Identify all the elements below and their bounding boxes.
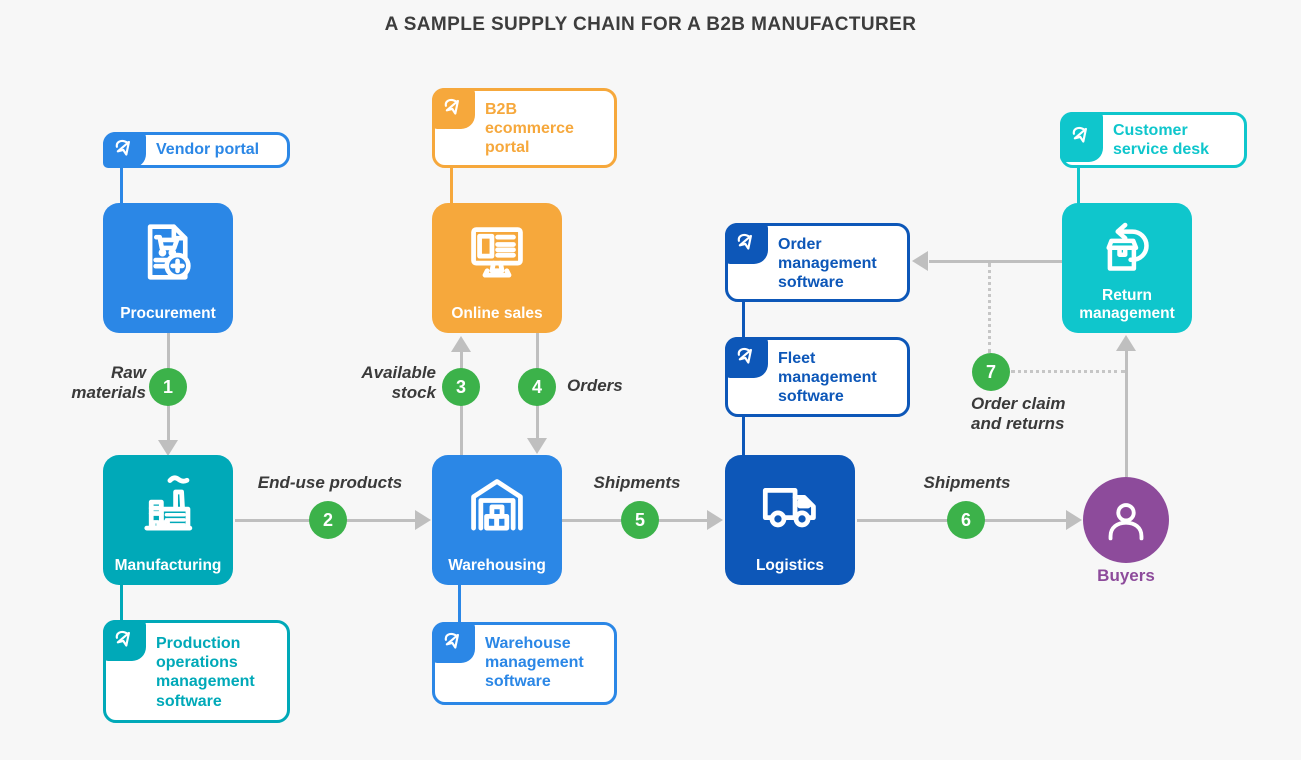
flow-badge-1: 1	[149, 368, 187, 406]
flow-badge-2: 2	[309, 501, 347, 539]
callout-customer-service-desk: Customer service desk	[1060, 112, 1247, 168]
flow-label-6: Shipments	[923, 473, 1011, 492]
node-label-buyers: Buyers	[1097, 566, 1155, 585]
connector-order-to-fleet	[742, 299, 745, 340]
flow-arrowhead-7-left	[912, 251, 928, 271]
callout-warehouse-management-software: Warehouse management software	[432, 622, 617, 705]
callout-label-production-operations-management-software: Production operations management softwar…	[156, 635, 255, 710]
callout-production-operations-management-software: Production operations management softwar…	[103, 620, 290, 723]
flow-label-3: Available stock	[361, 363, 436, 403]
cursor-icon	[103, 620, 146, 661]
flow-label-1: Raw materials	[71, 363, 146, 403]
flow-label-7: Order claim and returns	[971, 394, 1066, 434]
connector-warehouse-mgmt	[458, 583, 461, 625]
callout-label-customer-service-desk: Customer service desk	[1113, 122, 1210, 159]
flow-arrowhead-2	[415, 510, 431, 530]
flow-badge-5: 5	[621, 501, 659, 539]
node-procurement: Procurement	[103, 203, 233, 333]
cursor-icon	[1060, 112, 1103, 162]
node-label-return-management: Return management	[1079, 287, 1175, 323]
buyers-icon	[1108, 503, 1144, 541]
flow-arrowhead-1	[158, 440, 178, 456]
connector-fleet-to-logistics	[742, 414, 745, 457]
node-label-manufacturing: Manufacturing	[114, 557, 222, 575]
procurement-icon	[147, 224, 191, 280]
connector-b2b-portal	[450, 165, 453, 205]
online-sales-icon	[471, 227, 523, 278]
node-buyers	[1083, 477, 1169, 563]
callout-label-fleet-management-software: Fleet management software	[778, 350, 877, 406]
flow-dotted-vertical-7	[988, 263, 991, 353]
callout-label-b2b-ecommerce-portal: B2B ecommerce portal	[485, 101, 574, 157]
callout-label-order-management-software: Order management software	[778, 236, 877, 292]
diagram-title: A SAMPLE SUPPLY CHAIN FOR A B2B MANUFACT…	[384, 14, 917, 35]
callout-order-management-software: Order management software	[725, 223, 910, 302]
flow-dotted-horizontal-7	[1011, 370, 1125, 373]
node-label-logistics: Logistics	[755, 557, 825, 575]
flow-arrowhead-3	[451, 336, 471, 352]
cursor-icon	[725, 223, 768, 264]
cursor-icon	[432, 622, 475, 663]
node-logistics: Logistics	[725, 455, 855, 585]
flow-label-4: Orders	[567, 376, 623, 395]
connector-production-ops	[120, 583, 123, 623]
node-return-management: Return management	[1062, 203, 1192, 333]
flow-badge-3: 3	[442, 368, 480, 406]
callout-fleet-management-software: Fleet management software	[725, 337, 910, 417]
node-label-online-sales: Online sales	[451, 305, 543, 323]
node-label-warehousing: Warehousing	[448, 557, 546, 575]
warehousing-icon	[471, 479, 523, 531]
flow-line-7-buyers-up	[1124, 351, 1128, 477]
connector-vendor-portal	[120, 164, 123, 206]
connector-customer-service	[1077, 165, 1080, 205]
callout-label-vendor-portal: Vendor portal	[156, 141, 260, 159]
cursor-icon	[725, 337, 768, 378]
callout-vendor-portal: Vendor portal	[103, 132, 290, 168]
cursor-icon	[103, 132, 146, 168]
logistics-icon	[762, 488, 816, 528]
callout-b2b-ecommerce-portal: B2B ecommerce portal	[432, 88, 617, 168]
node-online-sales: Online sales	[432, 203, 562, 333]
return-management-icon	[1106, 222, 1149, 271]
flow-arrowhead-7-up	[1116, 335, 1136, 351]
cursor-icon	[432, 88, 475, 129]
flow-label-2: End-use products	[257, 473, 403, 492]
flow-badge-4: 4	[518, 368, 556, 406]
flow-arrowhead-6	[1066, 510, 1082, 530]
flow-line-7-return-to-oms	[929, 259, 1062, 263]
node-manufacturing: Manufacturing	[103, 455, 233, 585]
manufacturing-icon	[144, 475, 193, 531]
callout-label-warehouse-management-software: Warehouse management software	[485, 635, 584, 691]
node-label-procurement: Procurement	[120, 305, 216, 323]
flow-badge-7: 7	[972, 353, 1010, 391]
flow-label-5: Shipments	[593, 473, 681, 492]
flow-badge-6: 6	[947, 501, 985, 539]
flow-arrowhead-5	[707, 510, 723, 530]
flow-arrowhead-4	[527, 438, 547, 454]
node-warehousing: Warehousing	[432, 455, 562, 585]
